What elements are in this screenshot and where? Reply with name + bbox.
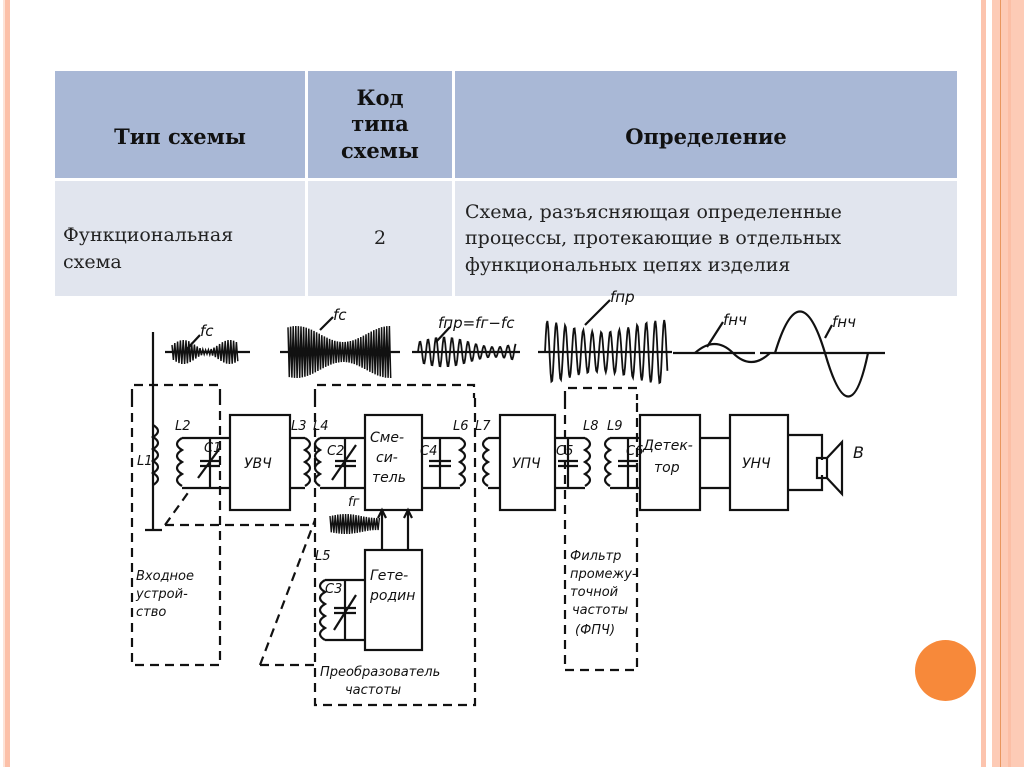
right-stripe-1 bbox=[981, 0, 986, 767]
waveform-if-amplified bbox=[544, 319, 669, 385]
coil-L1 bbox=[150, 424, 160, 486]
block-label-if-amp: УПЧ bbox=[512, 456, 541, 472]
block-oscillator bbox=[363, 548, 424, 652]
group-label-converter-2: частоты bbox=[345, 683, 401, 698]
label-L3: L3 bbox=[291, 419, 307, 434]
waveform-rf-amplified bbox=[287, 325, 392, 379]
label-L7: L7 bbox=[475, 419, 491, 434]
block-label-detector-2: тор bbox=[654, 460, 680, 476]
waveform-trace bbox=[417, 336, 517, 368]
group-label-input-2: устрой- bbox=[135, 587, 188, 602]
waveform-trace bbox=[171, 339, 239, 365]
label-C6: C6 bbox=[626, 444, 643, 459]
coil-L5 bbox=[318, 579, 328, 641]
group-label-filter-2: промежу- bbox=[570, 567, 637, 582]
block-rf-amp bbox=[228, 413, 292, 512]
coil-L6 bbox=[457, 437, 467, 487]
block-label-rf-amp: УВЧ bbox=[244, 456, 272, 472]
label-het-signal: fг bbox=[348, 495, 360, 510]
right-stripe-line bbox=[1000, 0, 1001, 767]
group-label-converter-1: Преобразователь bbox=[320, 665, 440, 680]
label-signal-5: fнч bbox=[723, 311, 747, 329]
group-label-filter-1: Фильтр bbox=[570, 549, 621, 564]
group-label-filter-5: (ФПЧ) bbox=[575, 623, 615, 638]
label-L5: L5 bbox=[315, 549, 331, 564]
group-label-input-1: Входное bbox=[136, 569, 194, 584]
label-C4: C4 bbox=[420, 444, 437, 459]
block-label-osc-1: Гете- bbox=[370, 568, 408, 584]
block-label-mixer-3: тель bbox=[372, 470, 406, 486]
radio-receiver-functional-diagram: fс fс fпр=fг−fс fпр fнч fнч fг L1 L2 C1 … bbox=[130, 288, 885, 707]
waveform-trace bbox=[329, 513, 381, 535]
group-label-filter-4: частоты bbox=[572, 603, 628, 618]
waveform-if bbox=[417, 336, 517, 368]
cell-definition: Схема, разъясняющая определенные процесс… bbox=[452, 178, 960, 299]
coil-L2 bbox=[175, 437, 185, 487]
label-C1: C1 bbox=[204, 441, 221, 456]
label-C3: C3 bbox=[325, 582, 342, 597]
waveform-trace bbox=[544, 319, 669, 385]
block-detector bbox=[638, 413, 702, 512]
group-label-input-3: ство bbox=[136, 605, 166, 620]
label-L8: L8 bbox=[583, 419, 599, 434]
block-label-mixer-1: Сме- bbox=[370, 430, 404, 446]
header-definition: Определение bbox=[452, 68, 960, 181]
input-group-outline bbox=[130, 383, 222, 667]
table-row: Функциональная схема 2 Схема, разъясняющ… bbox=[52, 178, 960, 299]
block-mixer bbox=[363, 413, 424, 512]
converter-group-outline bbox=[313, 383, 477, 707]
coil-L7 bbox=[481, 437, 491, 487]
label-L4: L4 bbox=[313, 419, 329, 434]
coil-L3 bbox=[302, 437, 312, 487]
label-signal-4: fпр bbox=[610, 288, 635, 306]
speaker-icon bbox=[815, 439, 844, 497]
coil-L8 bbox=[582, 437, 592, 487]
label-signal-6: fнч bbox=[832, 313, 856, 331]
coil-L4 bbox=[313, 437, 323, 487]
decorative-orange-circle bbox=[915, 640, 976, 701]
waveform-trace bbox=[287, 325, 392, 379]
label-L9: L9 bbox=[607, 419, 623, 434]
left-stripe-2 bbox=[5, 0, 10, 767]
label-signal-3: fпр=fг−fс bbox=[438, 314, 515, 332]
block-label-mixer-2: си- bbox=[376, 450, 398, 466]
waveform-oscillator bbox=[329, 513, 381, 535]
label-signal-2: fс bbox=[333, 306, 347, 324]
label-L1: L1 bbox=[137, 454, 153, 469]
scheme-type-table: Тип схемы Код типа схемы Определение Фун… bbox=[52, 68, 960, 299]
block-af-amp bbox=[728, 413, 790, 512]
label-L2: L2 bbox=[175, 419, 191, 434]
group-label-filter-3: точной bbox=[570, 585, 618, 600]
block-if-amp bbox=[498, 413, 557, 512]
block-label-af-amp: УНЧ bbox=[742, 456, 771, 472]
block-label-detector-1: Детек- bbox=[642, 438, 693, 454]
waveform-af-small bbox=[694, 342, 771, 364]
header-code: Код типа схемы bbox=[305, 68, 455, 181]
cell-code: 2 bbox=[305, 178, 455, 299]
filter-group-outline bbox=[563, 386, 639, 672]
left-stripe-1 bbox=[3, 0, 5, 767]
label-C5: C5 bbox=[556, 444, 573, 459]
coil-L9 bbox=[603, 437, 613, 487]
label-L6: L6 bbox=[453, 419, 469, 434]
label-signal-1: fс bbox=[200, 322, 214, 340]
waveform-rf-small bbox=[171, 339, 239, 365]
label-B: B bbox=[853, 443, 864, 462]
block-label-osc-2: родин bbox=[369, 588, 415, 604]
header-type: Тип схемы bbox=[52, 68, 308, 181]
waveform-af-large bbox=[773, 310, 870, 398]
cell-type: Функциональная схема bbox=[52, 178, 308, 299]
right-stripe-3 bbox=[1008, 0, 1011, 767]
label-C2: C2 bbox=[327, 444, 344, 459]
table-header-row: Тип схемы Код типа схемы Определение bbox=[52, 68, 960, 181]
